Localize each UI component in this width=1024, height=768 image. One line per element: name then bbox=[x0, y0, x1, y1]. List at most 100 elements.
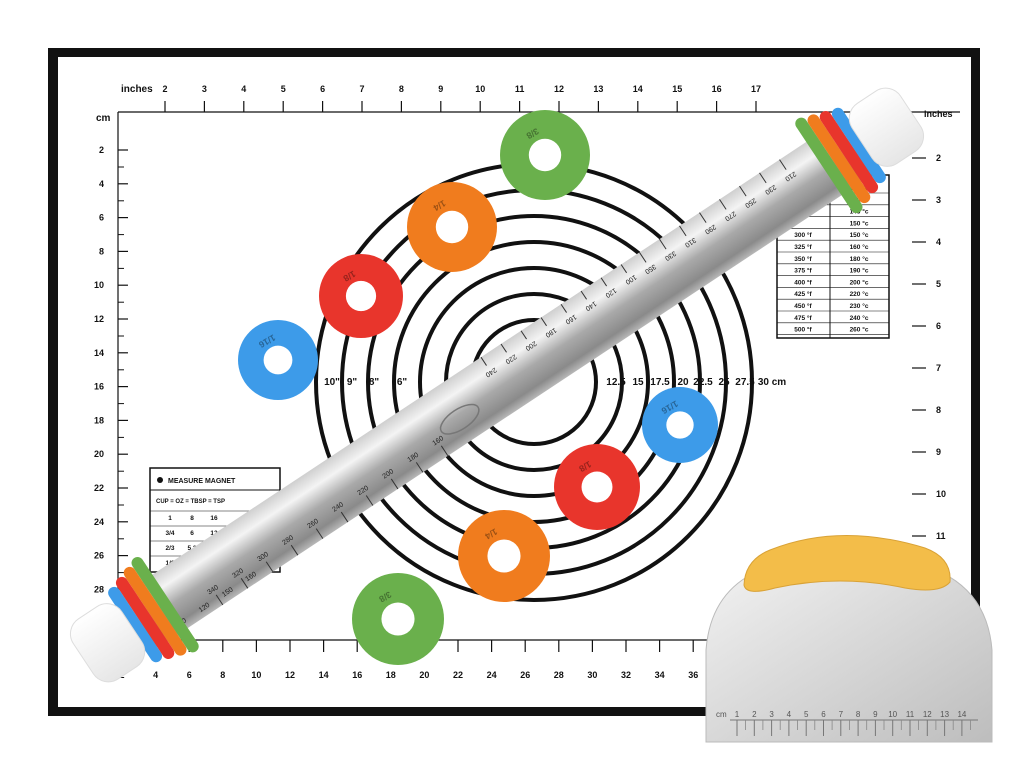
cm-label: 2 bbox=[99, 145, 104, 155]
cm-label-bottom: 24 bbox=[487, 670, 497, 680]
inch-label: 6 bbox=[320, 84, 325, 94]
scraper-tick-label: 8 bbox=[856, 710, 861, 719]
cm-label-bottom: 12 bbox=[285, 670, 295, 680]
circle-size-label: 15 bbox=[632, 377, 644, 388]
cm-label: 24 bbox=[94, 517, 104, 527]
pin-tick bbox=[240, 578, 249, 589]
pin-tick bbox=[620, 264, 628, 274]
circle-size-label: 9" bbox=[347, 377, 358, 388]
thickness-ring: 1/4 bbox=[407, 182, 497, 272]
pin-tick bbox=[315, 528, 324, 539]
pin-tick bbox=[600, 277, 608, 287]
label-cm: cm bbox=[96, 113, 111, 124]
inch-label-right: 2 bbox=[936, 153, 941, 163]
thickness-rings: 3/81/41/81/161/161/81/43/8 bbox=[238, 110, 718, 665]
thickness-ring: 1/4 bbox=[458, 510, 550, 602]
scraper-tick-label: 3 bbox=[769, 710, 774, 719]
end-ring-orange bbox=[123, 566, 187, 656]
ring-hole bbox=[666, 411, 694, 439]
inch-label-right: 3 bbox=[936, 195, 941, 205]
inch-label: 9 bbox=[438, 84, 443, 94]
inch-label: 4 bbox=[241, 84, 246, 94]
cm-label-bottom: 26 bbox=[520, 670, 530, 680]
bullet-icon bbox=[157, 477, 163, 483]
scraper-tick-label: 5 bbox=[804, 710, 809, 719]
cm-label: 10 bbox=[94, 280, 104, 290]
inch-label: 10 bbox=[475, 84, 485, 94]
circle-size-label: 27.5 bbox=[735, 377, 755, 388]
cm-label-bottom: 16 bbox=[352, 670, 362, 680]
pin-tick bbox=[540, 317, 547, 327]
inch-label-right: 7 bbox=[936, 363, 941, 373]
inch-label: 3 bbox=[202, 84, 207, 94]
measure-cell: 3/4 bbox=[165, 530, 174, 537]
temp-f: 400 °f bbox=[794, 278, 812, 286]
ring-hole bbox=[581, 471, 613, 503]
bottom-cm-ruler: 24681012141618202224262830323436 bbox=[119, 640, 698, 680]
pin-tick bbox=[500, 343, 507, 353]
cm-label: 6 bbox=[99, 213, 104, 223]
rolling-pin: 2102302502702903103303501001201401601802… bbox=[69, 87, 925, 683]
end-cap-left bbox=[69, 603, 146, 683]
ring-hole bbox=[528, 138, 562, 172]
inch-label: 12 bbox=[554, 84, 564, 94]
pin-tick bbox=[390, 478, 399, 490]
temp-c: 260 °c bbox=[850, 326, 869, 334]
thickness-ring: 1/8 bbox=[554, 444, 640, 530]
cm-label-bottom: 4 bbox=[153, 670, 158, 680]
scraper-tick-label: 7 bbox=[839, 710, 844, 719]
inch-label-right: 6 bbox=[936, 321, 941, 331]
scraper-tick-label: 1 bbox=[735, 710, 740, 719]
pin-tick bbox=[679, 225, 687, 237]
cm-label-bottom: 6 bbox=[187, 670, 192, 680]
pin-tick bbox=[779, 159, 787, 170]
cm-label-bottom: 28 bbox=[554, 670, 564, 680]
cm-label-bottom: 20 bbox=[419, 670, 429, 680]
circle-size-label: 10" bbox=[324, 377, 340, 388]
pin-tick bbox=[699, 212, 707, 223]
cm-label: 16 bbox=[94, 382, 104, 392]
scraper-tick-label: 2 bbox=[752, 710, 757, 719]
temp-c: 180 °c bbox=[850, 255, 869, 263]
label-inches: inches bbox=[121, 84, 153, 95]
cm-label-bottom: 10 bbox=[251, 670, 261, 680]
temp-c: 240 °c bbox=[850, 314, 869, 322]
circle-guide-20 bbox=[418, 266, 650, 498]
cm-label: 22 bbox=[94, 483, 104, 493]
measure-cell: 12 bbox=[210, 530, 218, 537]
inch-label-right: 10 bbox=[936, 489, 946, 499]
temp-c: 150 °c bbox=[850, 219, 869, 227]
temp-f: 300 °f bbox=[794, 231, 812, 239]
circle-size-label: 8" bbox=[369, 377, 380, 388]
cm-label: 20 bbox=[94, 449, 104, 459]
thickness-ring: 3/8 bbox=[352, 573, 444, 665]
scraper-unit: cm bbox=[716, 710, 727, 719]
temp-f: 325 °f bbox=[794, 243, 812, 251]
pin-tick bbox=[759, 172, 767, 184]
ring-hole bbox=[345, 280, 377, 312]
temp-f: 375 °f bbox=[794, 267, 812, 275]
cm-label-bottom: 18 bbox=[386, 670, 396, 680]
cm-label: 12 bbox=[94, 314, 104, 324]
inch-label: 15 bbox=[672, 84, 682, 94]
rolling-pin-body bbox=[123, 123, 871, 647]
inch-label-right: 8 bbox=[936, 405, 941, 415]
scraper-tick-label: 13 bbox=[940, 710, 949, 719]
end-ring-red bbox=[819, 111, 879, 194]
inch-label: 17 bbox=[751, 84, 761, 94]
measure-cell: 1 bbox=[168, 515, 172, 522]
ring-hole bbox=[487, 539, 521, 573]
cm-label-bottom: 22 bbox=[453, 670, 463, 680]
inch-label-right: 9 bbox=[936, 447, 941, 457]
inch-label: 13 bbox=[593, 84, 603, 94]
pin-tick bbox=[415, 462, 424, 473]
thickness-ring: 1/8 bbox=[319, 254, 403, 338]
scraper-tick-label: 14 bbox=[957, 710, 966, 719]
inch-label-right: 11 bbox=[936, 531, 946, 541]
pin-tick bbox=[659, 238, 667, 250]
pin-tick bbox=[440, 445, 449, 457]
pin-tick bbox=[719, 199, 727, 210]
measure-cell: 2/3 bbox=[165, 545, 174, 552]
